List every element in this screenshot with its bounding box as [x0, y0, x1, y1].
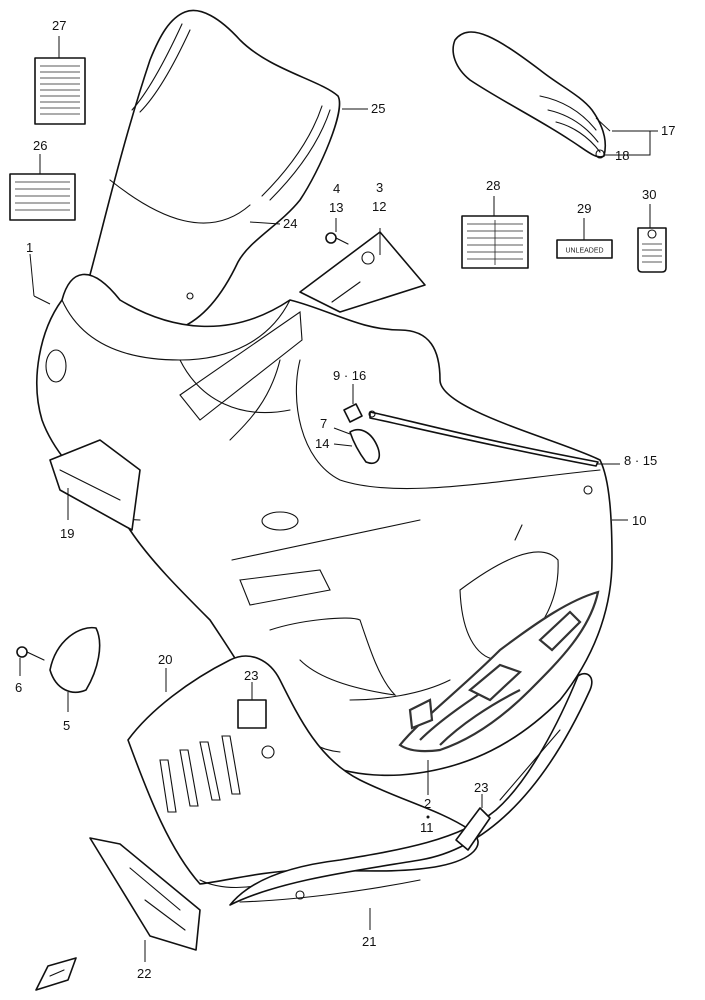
- callout-1: 1: [26, 240, 33, 255]
- part-7-trim: [349, 428, 381, 464]
- callout-30: 30: [642, 187, 656, 202]
- fairing-decal-graphic: [398, 590, 600, 753]
- part-22-lower-bracket: [89, 837, 201, 951]
- part-8-strip: [368, 410, 599, 467]
- callout-2: 2: [424, 796, 431, 811]
- part-3-inner-panel: [299, 231, 426, 313]
- part-25-windscreen: [87, 9, 341, 329]
- part-4-bolt: [325, 232, 349, 245]
- callout-17: 17: [661, 123, 675, 138]
- callout-19: 19: [60, 526, 74, 541]
- part-6-screw: [16, 646, 45, 661]
- callout-11: 11: [420, 820, 434, 835]
- callout-8-15: 8 · 15: [624, 453, 657, 468]
- callout-6: 6: [15, 680, 22, 695]
- callout-13: 13: [329, 200, 343, 215]
- callout-23-left: 23: [244, 668, 258, 683]
- part-19-side-panel: [49, 439, 141, 531]
- forward-arrow-icon: [35, 957, 77, 991]
- callout-22: 22: [137, 966, 151, 981]
- unleaded-label-text: UNLEADED: [565, 248, 603, 255]
- part-5-cover: [49, 626, 101, 694]
- callout-labels: 27 26 25 24 1 4 13 3 12 17 18 28 29 30 9…: [15, 18, 675, 981]
- part-29-unleaded-label: UNLEADED: [556, 239, 613, 259]
- callout-28: 28: [486, 178, 500, 193]
- callout-20: 20: [158, 652, 172, 667]
- part-23-pad-left: [237, 699, 267, 729]
- part-9-clip: [343, 403, 363, 423]
- callout-25: 25: [371, 101, 385, 116]
- part-26-info-label: [9, 173, 76, 221]
- part-17-bracket: [452, 31, 607, 159]
- callout-21: 21: [362, 934, 376, 949]
- callout-10: 10: [632, 513, 646, 528]
- callout-9-16: 9 · 16: [333, 368, 366, 383]
- part-28-spec-label: [461, 215, 529, 269]
- callout-4: 4: [333, 181, 340, 196]
- callout-12: 12: [372, 199, 386, 214]
- part-21-belly-pan: [229, 672, 593, 906]
- callout-18: 18: [615, 148, 629, 163]
- callout-26: 26: [33, 138, 47, 153]
- part-23-pad-right: [455, 807, 491, 851]
- callout-3: 3: [376, 180, 383, 195]
- callout-23-right: 23: [474, 780, 488, 795]
- callout-5: 5: [63, 718, 70, 733]
- part-27-caution-label: [34, 57, 86, 125]
- callout-14: 14: [315, 436, 329, 451]
- callout-29: 29: [577, 201, 591, 216]
- part-30-tag-label: [637, 227, 667, 273]
- callout-27: 27: [52, 18, 66, 33]
- callout-7: 7: [320, 416, 327, 431]
- callout-24: 24: [283, 216, 297, 231]
